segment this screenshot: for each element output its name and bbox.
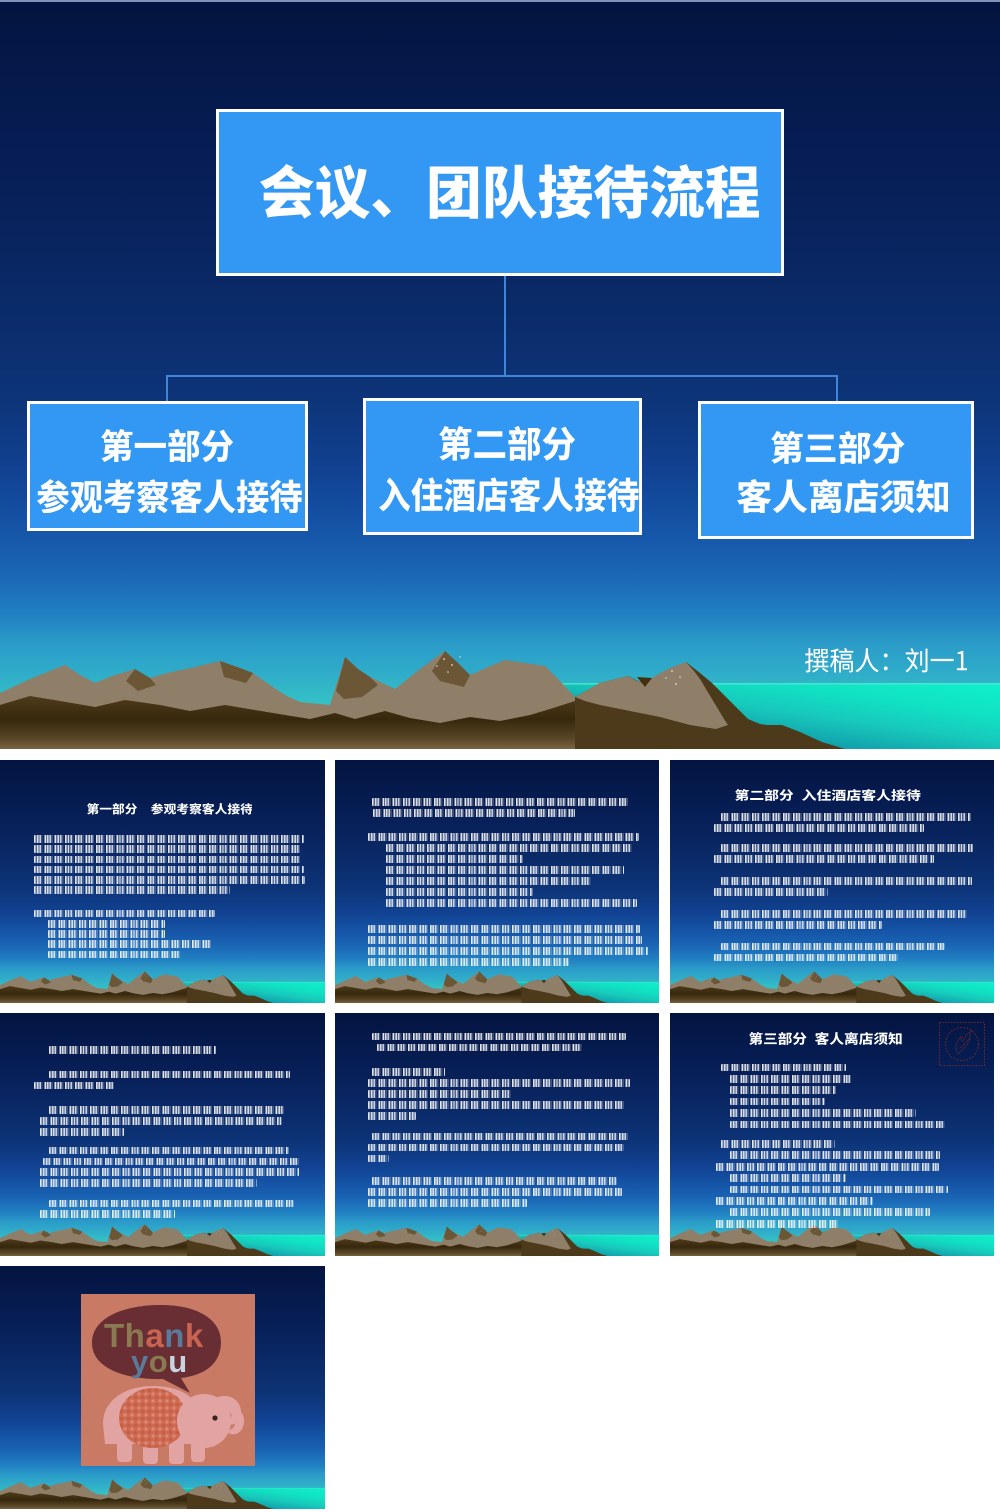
svg-text:Thank: Thank [104,1317,204,1354]
svg-text:you: you [131,1344,188,1379]
